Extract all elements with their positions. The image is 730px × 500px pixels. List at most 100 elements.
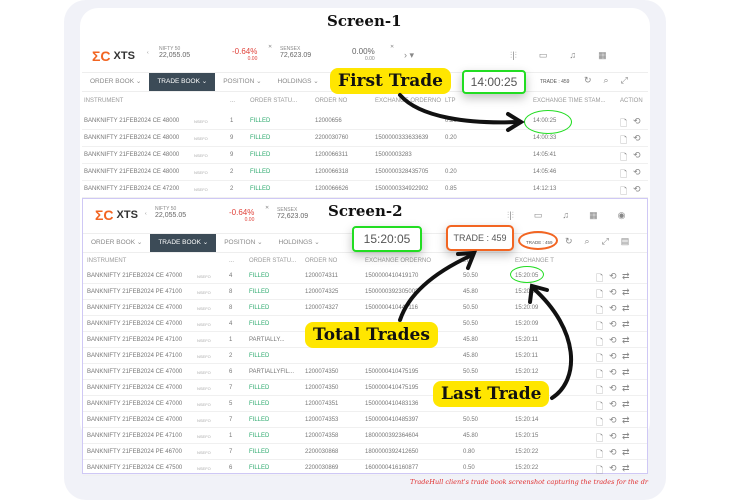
convert-icon[interactable]: ⇄ [622, 447, 630, 457]
search-icon[interactable]: ⌕ [603, 75, 609, 85]
history-icon[interactable]: ⟲ [609, 399, 617, 409]
history-icon[interactable]: ⟲ [633, 150, 641, 160]
close-icon[interactable]: ✕ [265, 205, 270, 211]
convert-icon[interactable]: ⇄ [622, 383, 630, 393]
history-icon[interactable]: ⟲ [609, 383, 617, 393]
document-icon[interactable]: 🗋 [596, 449, 604, 459]
convert-icon[interactable]: ⇄ [622, 463, 630, 473]
convert-icon[interactable]: ⇄ [622, 415, 630, 425]
grid-icon[interactable]: ▦ [589, 210, 598, 220]
tab-order-book[interactable]: ORDER BOOK ⌄ [91, 239, 143, 246]
history-icon[interactable]: ⟲ [633, 116, 641, 126]
document-icon[interactable]: 🗋 [596, 273, 604, 283]
expand-icon[interactable]: ⤢ [620, 75, 628, 85]
document-icon[interactable]: 🗋 [596, 433, 604, 443]
convert-icon[interactable]: ⇄ [622, 335, 630, 345]
history-icon[interactable]: ⟲ [609, 415, 617, 425]
history-icon[interactable]: ⟲ [609, 287, 617, 297]
column-header[interactable]: ORDER STATU... [250, 98, 298, 104]
chart-icon[interactable]: ⫶|⫶ [510, 50, 517, 60]
chart-icon[interactable]: ⫶|⫶ [507, 210, 514, 220]
tab-holdings[interactable]: HOLDINGS ⌄ [278, 239, 320, 246]
search-icon[interactable]: ⌕ [584, 236, 590, 246]
convert-icon[interactable]: ⇄ [622, 271, 630, 281]
history-icon[interactable]: ⟲ [633, 133, 641, 143]
refresh-icon[interactable]: ↻ [584, 75, 592, 85]
column-header[interactable]: INSTRUMENT [84, 98, 124, 104]
nav-right-icon[interactable]: › ▾ [404, 50, 415, 60]
document-icon[interactable]: 🗋 [596, 401, 604, 411]
column-header[interactable]: ORDER STATU... [249, 258, 297, 264]
column-header[interactable]: EXCHANGE ORDERNO [365, 258, 432, 264]
document-icon[interactable]: 🗋 [620, 186, 628, 196]
document-icon[interactable]: 🗋 [620, 169, 628, 179]
document-icon[interactable]: 🗋 [596, 289, 604, 299]
nav-left-icon[interactable]: ‹ [147, 50, 149, 56]
convert-icon[interactable]: ⇄ [622, 399, 630, 409]
history-icon[interactable]: ⟲ [609, 367, 617, 377]
history-icon[interactable]: ⟲ [609, 271, 617, 281]
column-header[interactable]: ... [230, 98, 236, 104]
convert-icon[interactable]: ⇄ [622, 303, 630, 313]
nav-left-icon[interactable]: ‹ [145, 211, 147, 217]
document-icon[interactable]: 🗋 [596, 385, 604, 395]
grid-icon[interactable]: ▦ [598, 50, 607, 60]
tab-position[interactable]: POSITION ⌄ [223, 78, 262, 85]
history-icon[interactable]: ⟲ [609, 447, 617, 457]
tab-position[interactable]: POSITION ⌄ [224, 239, 263, 246]
history-icon[interactable]: ⟲ [633, 167, 641, 177]
user-icon[interactable]: ◉ [617, 210, 626, 220]
column-header[interactable]: LTP [445, 98, 456, 104]
document-icon[interactable]: 🗋 [596, 369, 604, 379]
column-header[interactable]: EXCHANGE TIME STAM... [533, 98, 606, 104]
column-header[interactable]: ORDER NO [315, 98, 348, 104]
convert-icon[interactable]: ⇄ [622, 351, 630, 361]
tab-trade-book[interactable]: TRADE BOOK ⌄ [150, 234, 217, 252]
column-header[interactable]: LTP [463, 258, 474, 264]
history-icon[interactable]: ⟲ [609, 463, 617, 473]
history-icon[interactable]: ⟲ [609, 351, 617, 361]
close-icon[interactable]: ✕ [268, 44, 273, 50]
wallet-icon[interactable]: ▭ [538, 50, 548, 60]
tab-holdings[interactable]: HOLDINGS ⌄ [277, 78, 319, 85]
history-icon[interactable]: ⟲ [633, 184, 641, 194]
history-icon[interactable]: ⟲ [609, 319, 617, 329]
column-header[interactable]: EXCHANGE T [515, 258, 554, 264]
history-icon[interactable]: ⟲ [609, 303, 617, 313]
document-icon[interactable]: 🗋 [620, 118, 628, 128]
refresh-icon[interactable]: ↻ [565, 236, 573, 246]
bell-icon[interactable]: ♫ [562, 210, 570, 220]
document-icon[interactable]: 🗋 [596, 465, 604, 475]
history-icon[interactable]: ⟲ [609, 431, 617, 441]
close-icon[interactable]: ✕ [390, 44, 395, 50]
expand-icon[interactable]: ⤢ [601, 236, 609, 246]
column-header[interactable]: ACTION [620, 98, 643, 104]
tab-trade-book[interactable]: TRADE BOOK ⌄ [149, 73, 216, 91]
bell-icon[interactable]: ♫ [569, 50, 577, 60]
convert-icon[interactable]: ⇄ [622, 287, 630, 297]
document-icon[interactable]: 🗋 [620, 152, 628, 162]
column-header[interactable]: ... [229, 258, 235, 264]
tab-order-book[interactable]: ORDER BOOK ⌄ [90, 78, 142, 85]
document-icon[interactable]: 🗋 [596, 417, 604, 427]
history-icon[interactable]: ⟲ [609, 335, 617, 345]
convert-icon[interactable]: ⇄ [622, 431, 630, 441]
document-icon[interactable]: 🗋 [596, 353, 604, 363]
document-icon[interactable]: 🗋 [620, 135, 628, 145]
wallet-icon[interactable]: ▭ [533, 210, 543, 220]
document-icon[interactable]: 🗋 [596, 305, 604, 315]
convert-icon[interactable]: ⇄ [622, 367, 630, 377]
